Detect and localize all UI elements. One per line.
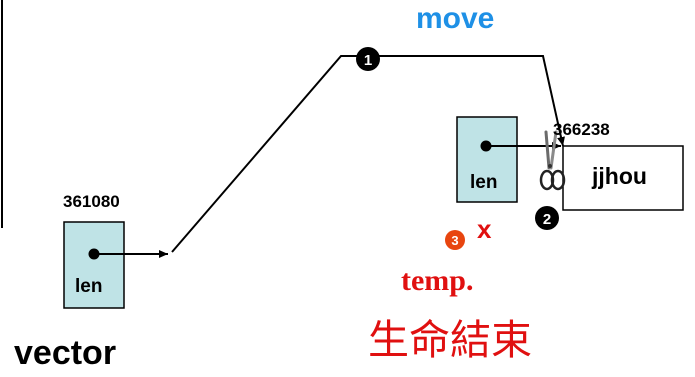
marker-1: 1 [356, 47, 380, 71]
vector-len-box [63, 221, 125, 309]
len-label-left: len [75, 276, 103, 297]
address-right: 366238 [553, 120, 610, 139]
marker-1-label: 1 [364, 52, 372, 69]
move-label: move [416, 2, 495, 35]
marker-2-label: 2 [543, 211, 551, 228]
string-storage-box [562, 145, 684, 211]
x-mark: x [477, 214, 492, 244]
marker-2: 2 [535, 206, 559, 230]
temp-len-box [456, 116, 518, 203]
vector-label: vector [14, 334, 117, 372]
lifetime-end-label: 生命結束 [368, 316, 532, 364]
marker-3: 3 [445, 230, 465, 250]
temp-label: temp. [401, 264, 474, 297]
marker-3-label: 3 [451, 233, 458, 248]
address-left: 361080 [63, 192, 120, 211]
len-label-right: len [470, 172, 498, 193]
scissors-icon [539, 130, 566, 191]
move-path-line [171, 55, 565, 253]
string-value: jjhou [592, 163, 647, 189]
